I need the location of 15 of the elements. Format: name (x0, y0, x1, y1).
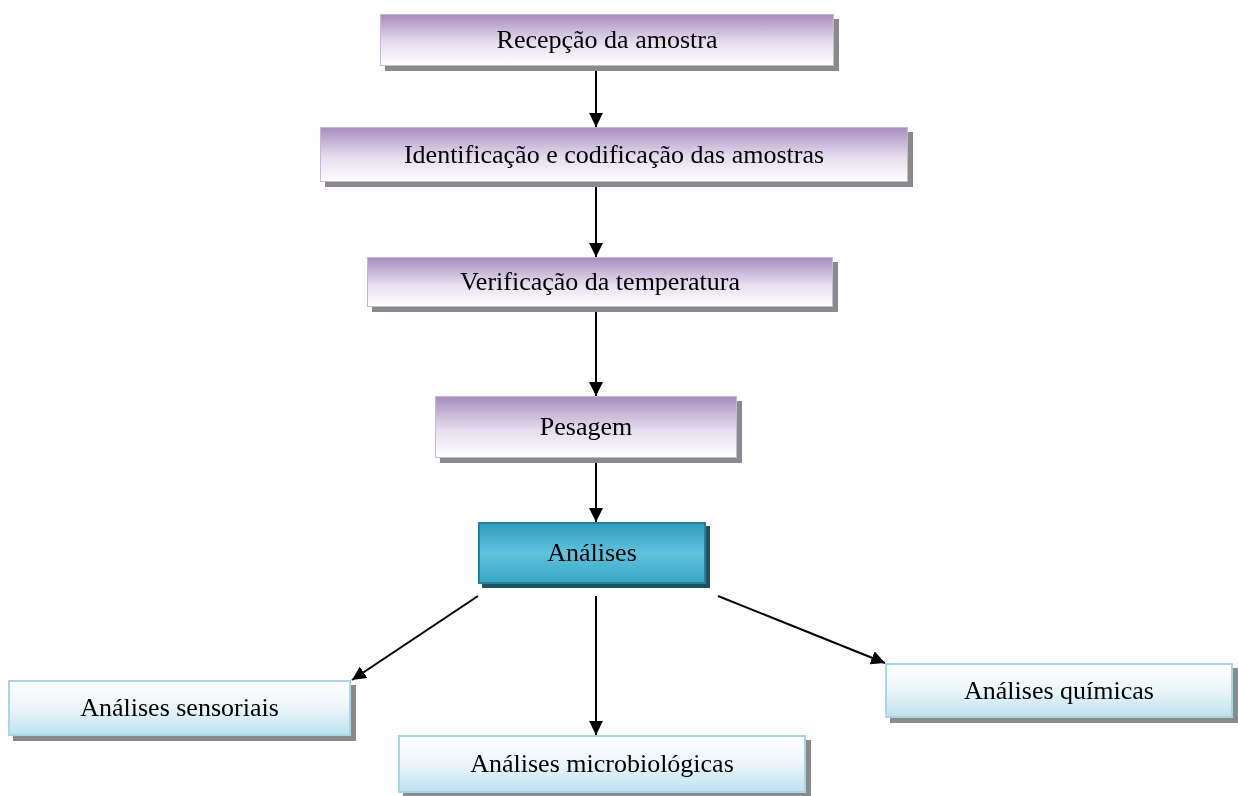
box-label: Análises sensoriais (80, 693, 279, 723)
arrow (589, 461, 603, 523)
arrow (589, 310, 603, 397)
box-label: Verificação da temperatura (459, 267, 740, 297)
arrow (717, 595, 886, 665)
arrow (589, 69, 603, 128)
arrow (589, 595, 603, 736)
box-label: Recepção da amostra (496, 25, 718, 55)
arrow (589, 185, 603, 258)
box-label: Análises microbiológicas (470, 749, 734, 779)
arrow (351, 595, 479, 681)
box-label: Análises (547, 538, 637, 568)
box-label: Pesagem (539, 412, 633, 442)
box-label: Identificação e codificação das amostras (403, 139, 825, 170)
box-label: Análises químicas (964, 675, 1154, 706)
